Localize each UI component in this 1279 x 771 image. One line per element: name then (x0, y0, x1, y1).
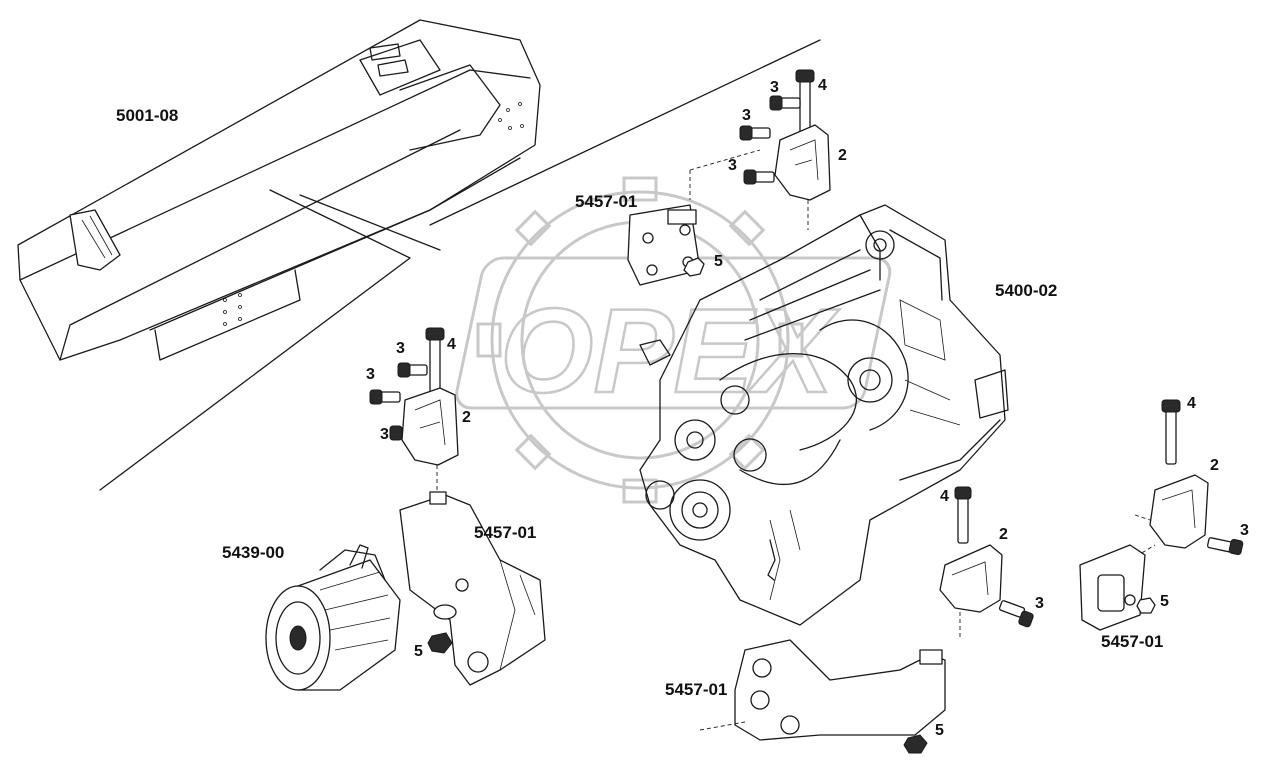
callout-bottom-5: 5 (935, 722, 944, 739)
callout-left-4: 4 (447, 336, 456, 353)
label-bracket-right: 5457-01 (1101, 632, 1164, 651)
callout-right-3: 3 (1240, 522, 1249, 539)
top-mount-assembly (627, 69, 831, 286)
callout-bottom-4: 4 (940, 488, 949, 505)
label-engine-5400-02: 5400-02 (995, 281, 1058, 300)
left-long-bolt (429, 334, 441, 398)
bottom-long-bolt (957, 494, 969, 544)
right-long-bolt (1165, 407, 1177, 465)
bottom-mount-assembly (699, 486, 1034, 754)
frame-rail (17, 19, 821, 491)
right-mount-assembly (1079, 399, 1244, 631)
label-bracket-left: 5457-01 (474, 523, 537, 542)
right-nut (1136, 597, 1156, 614)
left-cushion (401, 387, 459, 466)
bottom-nut (903, 734, 928, 754)
left-nut (427, 632, 453, 654)
engine-assembly (639, 204, 1009, 626)
left-mount-assembly (369, 327, 546, 686)
callout-top-3a: 3 (770, 79, 779, 96)
callout-right-2: 2 (1210, 457, 1219, 474)
bottom-cushion (939, 544, 1003, 613)
callout-top-2: 2 (838, 147, 847, 164)
label-frame-5001-08: 5001-08 (116, 106, 179, 125)
callout-top-3c: 3 (728, 157, 737, 174)
callout-top-5: 5 (714, 253, 723, 270)
callout-left-2: 2 (462, 409, 471, 426)
callout-left-3a: 3 (396, 340, 405, 357)
callout-left-3c: 3 (380, 426, 389, 443)
top-nut (683, 257, 705, 277)
callout-left-5: 5 (414, 643, 423, 660)
callout-left-3b: 3 (366, 366, 375, 383)
callout-bottom-3: 3 (1035, 595, 1044, 612)
label-compressor-5439-00: 5439-00 (222, 543, 285, 562)
callout-top-3b: 3 (742, 107, 751, 124)
compressor (265, 544, 401, 691)
bottom-bracket (734, 639, 946, 741)
callout-right-4: 4 (1187, 395, 1196, 412)
callout-bottom-2: 2 (999, 526, 1008, 543)
top-bracket (627, 204, 701, 286)
label-bracket-bottom: 5457-01 (665, 680, 728, 699)
callout-right-5: 5 (1160, 593, 1169, 610)
right-cushion (1149, 474, 1209, 549)
callout-top-4: 4 (818, 77, 827, 94)
label-bracket-top: 5457-01 (575, 192, 638, 211)
